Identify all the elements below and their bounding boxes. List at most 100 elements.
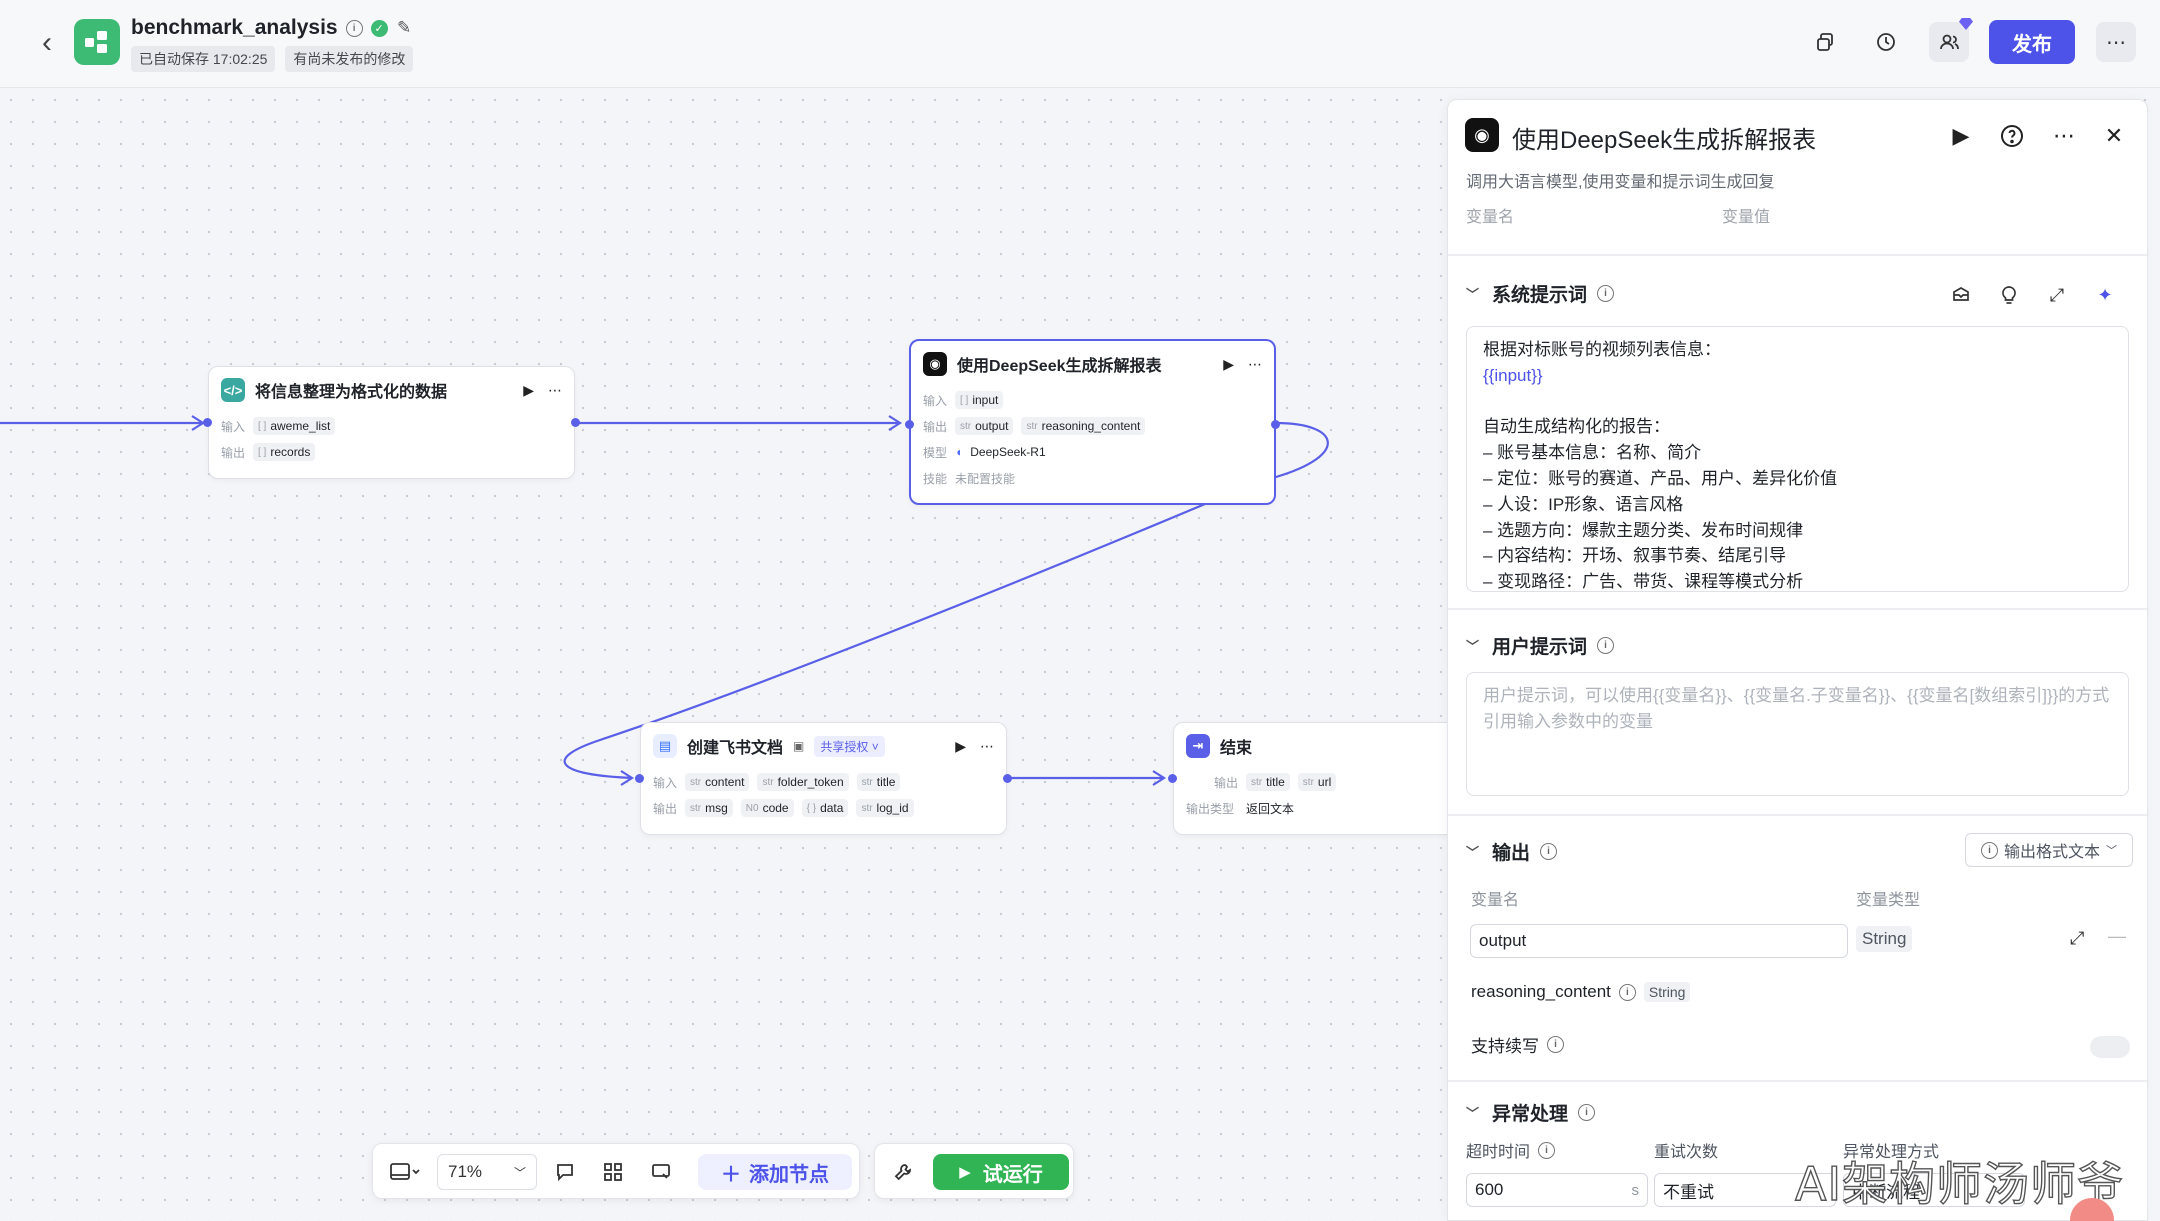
user-prompt-header[interactable]: ﹀ 用户提示词 i xyxy=(1466,632,1615,659)
exception-header[interactable]: ﹀ 异常处理 i xyxy=(1466,1099,1596,1126)
output-type-label: 输出类型 xyxy=(1186,801,1235,816)
edit-icon[interactable]: ✎ xyxy=(397,18,412,37)
skill-label: 技能 xyxy=(923,471,948,486)
top-bar: ‹ benchmark_analysis i ✓ ✎ 已自动保存 17:02:2… xyxy=(0,0,2160,88)
plus-icon: ＋ xyxy=(721,1163,741,1186)
zoom-value: 71% xyxy=(448,1162,483,1181)
output-label: 输出 xyxy=(221,445,246,460)
play-icon[interactable]: ▶ xyxy=(523,381,534,398)
play-icon[interactable]: ▶ xyxy=(1223,355,1234,372)
system-prompt-editor[interactable]: 根据对标账号的视频列表信息： {{input}} 自动生成结构化的报告： – 账… xyxy=(1466,326,2129,592)
more-icon[interactable]: ⋯ xyxy=(2053,123,2075,148)
info-icon[interactable]: i xyxy=(1578,1104,1596,1121)
more-icon[interactable]: ⋯ xyxy=(1248,355,1262,372)
input-port[interactable] xyxy=(1168,774,1177,783)
doc-badge-icon: ▣ xyxy=(793,739,805,753)
verified-check-icon: ✓ xyxy=(370,19,388,37)
divider xyxy=(1448,254,2147,256)
layout-grid-icon[interactable] xyxy=(595,1154,631,1190)
input-port[interactable] xyxy=(203,418,212,427)
unpublished-tag: 有尚未发布的修改 xyxy=(285,46,414,72)
system-prompt-header[interactable]: ﹀ 系统提示词 i xyxy=(1466,280,1615,307)
run-node-icon[interactable]: ▶ xyxy=(1952,123,1970,148)
copy-icon[interactable] xyxy=(1805,22,1845,62)
node-title: 结束 xyxy=(1220,740,1253,757)
comment-icon[interactable] xyxy=(547,1154,583,1190)
llm-icon: ◉ xyxy=(923,352,947,376)
llm-logo-icon: ◉ xyxy=(1465,118,1499,152)
info-icon[interactable]: i xyxy=(1547,1036,1564,1053)
publish-button[interactable]: 发布 xyxy=(1989,20,2075,64)
output-port[interactable] xyxy=(1003,774,1012,783)
node-deepseek[interactable]: ◉ 使用DeepSeek生成拆解报表 ▶ ⋯ 输入 [ ]input 输出 st… xyxy=(905,339,1280,505)
autosave-tag: 已自动保存 17:02:25 xyxy=(131,46,276,72)
expand-icon[interactable]: ⤢ xyxy=(2070,928,2085,948)
user-prompt-editor[interactable]: 用户提示词，可以使用{{变量名}}、{{变量名.子变量名}}、{{变量名[数组索… xyxy=(1466,672,2129,796)
info-icon[interactable]: i xyxy=(1618,983,1636,1001)
timeout-input[interactable]: 600 s xyxy=(1466,1173,1648,1207)
output-header[interactable]: ﹀ 输出 i xyxy=(1466,838,1558,865)
test-run-button[interactable]: ▶ 试运行 xyxy=(933,1154,1069,1190)
output-label: 输出 xyxy=(653,801,678,816)
play-icon[interactable]: ▶ xyxy=(955,737,966,754)
exception-method-select[interactable]: 中断流程 xyxy=(1843,1173,2025,1207)
output-port[interactable] xyxy=(571,418,580,427)
output-port[interactable] xyxy=(1271,420,1280,429)
output-var-type[interactable]: String xyxy=(1856,926,1913,952)
close-icon[interactable]: ✕ xyxy=(2104,123,2124,148)
screen-icon[interactable] xyxy=(643,1154,679,1190)
retry-label: 重试次数 xyxy=(1654,1144,1719,1161)
retry-select[interactable]: 不重试 xyxy=(1654,1173,1836,1207)
collaborators-icon[interactable] xyxy=(1929,18,1973,62)
more-icon[interactable]: ⋯ xyxy=(980,737,994,754)
more-icon[interactable]: ⋯ xyxy=(548,381,562,398)
share-auth-tag[interactable]: 共享授权 ˅ xyxy=(814,735,885,757)
divider xyxy=(1448,1080,2147,1082)
info-icon[interactable]: i xyxy=(1597,285,1615,302)
output-var: { }data xyxy=(801,799,849,817)
minimap-toggle-icon[interactable] xyxy=(383,1154,427,1190)
info-icon[interactable]: i xyxy=(1597,637,1615,654)
more-icon[interactable]: ⋯ xyxy=(2096,22,2136,62)
timeout-label: 超时时间 i xyxy=(1466,1138,1556,1162)
chevron-down-icon: ﹀ xyxy=(513,1165,526,1180)
continue-writing-toggle[interactable] xyxy=(2090,1036,2130,1058)
info-icon[interactable]: i xyxy=(345,19,363,37)
node-title: 使用DeepSeek生成拆解报表 xyxy=(957,358,1162,375)
output-label: 输出 xyxy=(1213,775,1238,790)
chevron-down-icon: ﹀ xyxy=(1466,639,1480,654)
col-var-name: 变量名 xyxy=(1471,892,1520,909)
output-format-select[interactable]: i 输出格式文本 ﹀ xyxy=(1965,833,2133,867)
exit-icon: ⇥ xyxy=(1186,734,1210,758)
chevron-down-icon: ﹀ xyxy=(1466,1106,1480,1121)
save-status: 已自动保存 17:02:25 有尚未发布的修改 xyxy=(131,46,414,72)
remove-icon[interactable]: — xyxy=(2108,926,2126,946)
output-var-name-input[interactable]: output xyxy=(1470,924,1848,958)
prompt-tools: ⤢ ✦ xyxy=(1937,279,2129,311)
add-node-button[interactable]: ＋ 添加节点 xyxy=(698,1154,852,1190)
whale-icon: ◖ xyxy=(955,445,963,459)
zoom-select[interactable]: 71% ﹀ xyxy=(437,1154,537,1190)
continue-writing-row: 支持续写 i xyxy=(1471,1032,1564,1057)
debug-tools-icon[interactable] xyxy=(885,1154,921,1190)
info-icon[interactable]: i xyxy=(1540,843,1558,860)
expand-icon[interactable]: ⤢ xyxy=(2049,284,2065,305)
run-toolbar: ▶ 试运行 xyxy=(874,1143,1074,1199)
node-format-data[interactable]: </> 将信息整理为格式化的数据 ▶ ⋯ 输入 [ ]aweme_list 输出… xyxy=(203,366,580,479)
input-port[interactable] xyxy=(905,420,914,429)
prompt-library-icon[interactable] xyxy=(1937,279,1985,311)
info-icon[interactable]: i xyxy=(1538,1141,1556,1159)
back-arrow-icon[interactable]: ‹ xyxy=(42,26,52,59)
app-title: benchmark_analysis xyxy=(131,16,338,39)
avatar[interactable] xyxy=(2070,1198,2114,1221)
history-icon[interactable] xyxy=(1866,22,1906,62)
input-port[interactable] xyxy=(635,774,644,783)
bulb-icon[interactable] xyxy=(1985,279,2033,311)
ai-sparkle-icon[interactable]: ✦ xyxy=(2097,284,2113,305)
help-icon[interactable] xyxy=(1996,120,2028,152)
